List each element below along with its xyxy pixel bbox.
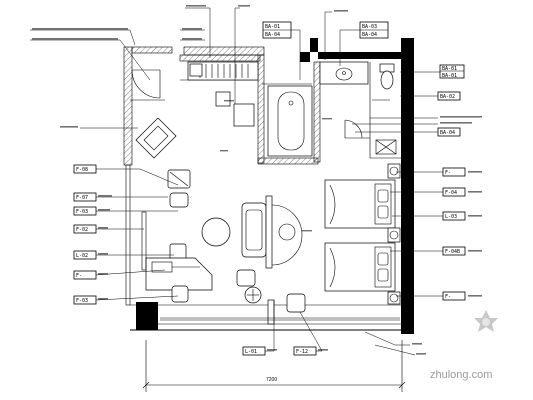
tag-left-2: F-07 (76, 195, 88, 201)
dimension-line: 7200 (142, 340, 406, 392)
tag-left-7: F-03 (76, 298, 88, 304)
tag-right-4: F- (445, 170, 451, 176)
entry-door (130, 69, 165, 101)
tag-right-5: F-04 (445, 190, 457, 196)
leader-lines (30, 7, 443, 356)
tag-top-2b: BA-04 (362, 32, 377, 38)
tag-right-2: BA-02 (440, 94, 455, 100)
bathtub (262, 83, 313, 157)
tag-bottom-2: F-12 (296, 349, 308, 355)
tag-top-1b: BA-04 (265, 32, 280, 38)
tag-right-3: BA-04 (440, 130, 455, 136)
watermark: zhulong.com (430, 310, 498, 381)
entry-cabinet (135, 117, 177, 159)
tag-left-4: F-02 (76, 227, 88, 233)
tag-labels: BA-01 BA-04 BA-03 BA-04 BA-01 BA-01 BA-0… (76, 24, 460, 355)
tag-left-5: L-02 (76, 253, 88, 259)
wardrobe (187, 61, 259, 127)
annotation-notes (32, 5, 482, 355)
tag-left-6: F- (76, 273, 82, 279)
tag-left-3: F-03 (76, 209, 88, 215)
lounge-furniture (141, 169, 306, 325)
window-line (160, 317, 400, 321)
bathroom-fixtures (319, 61, 397, 155)
tag-top-1a: BA-01 (265, 24, 280, 30)
tag-top-2a: BA-03 (362, 24, 377, 30)
dimension-width-label: 7200 (266, 377, 277, 383)
tag-right-1b: BA-01 (442, 73, 457, 79)
tag-right-8: F- (445, 294, 451, 300)
tag-right-6: L-03 (445, 214, 457, 220)
tag-right-1a: BA-01 (442, 66, 457, 72)
beds (324, 163, 401, 305)
tag-left-1: F-08 (76, 167, 88, 173)
watermark-text: zhulong.com (430, 369, 492, 381)
tag-bottom-1: L-01 (245, 349, 257, 355)
tag-right-7: F-04B (445, 249, 460, 255)
